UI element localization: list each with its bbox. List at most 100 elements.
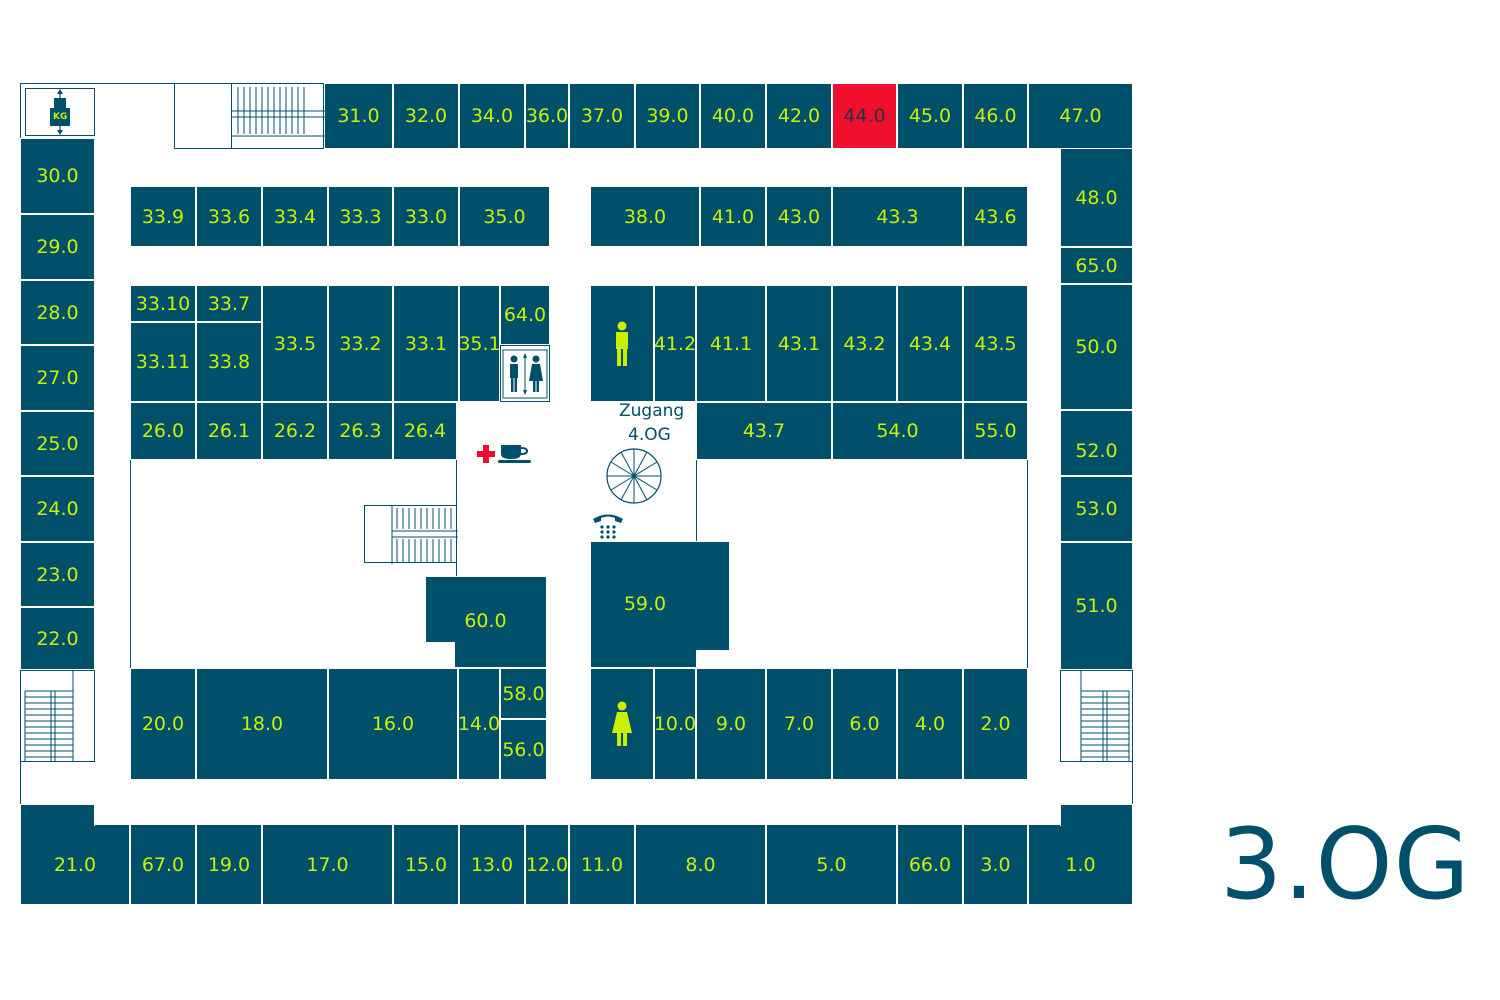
room-27[interactable]: 27.0 [20, 345, 95, 411]
room-33-0[interactable]: 33.0 [393, 186, 459, 247]
room-26-4[interactable]: 26.4 [393, 402, 457, 460]
room-42[interactable]: 42.0 [766, 83, 832, 149]
room-60[interactable]: 60.0 [455, 576, 547, 668]
room-19[interactable]: 19.0 [196, 824, 262, 905]
room-53[interactable]: 53.0 [1060, 476, 1133, 542]
room-67[interactable]: 67.0 [130, 824, 196, 905]
room-43-4[interactable]: 43.4 [897, 285, 963, 402]
room-37[interactable]: 37.0 [569, 83, 635, 149]
room-33-10[interactable]: 33.10 [130, 285, 196, 322]
room-17[interactable]: 17.0 [262, 824, 393, 905]
room-34[interactable]: 34.0 [459, 83, 525, 149]
room-52[interactable]: 52.0 [1060, 410, 1133, 476]
room-43-1[interactable]: 43.1 [766, 285, 832, 402]
room-26-2[interactable]: 26.2 [262, 402, 328, 460]
room-12[interactable]: 12.0 [525, 824, 569, 905]
room-41-2[interactable]: 41.2 [654, 285, 696, 402]
room-label: 26.0 [141, 420, 185, 442]
room-label: 33.5 [273, 332, 317, 355]
room-55[interactable]: 55.0 [963, 402, 1028, 460]
room-33-7[interactable]: 33.7 [196, 285, 262, 322]
room-26-1[interactable]: 26.1 [196, 402, 262, 460]
room-43-5[interactable]: 43.5 [963, 285, 1028, 402]
room-21[interactable]: 21.0 [20, 824, 130, 905]
room-45[interactable]: 45.0 [897, 83, 963, 149]
room-label: 33.0 [404, 205, 448, 228]
room-33-6[interactable]: 33.6 [196, 186, 262, 247]
room-47[interactable]: 47.0 [1028, 83, 1133, 149]
room-label: 26.1 [207, 420, 251, 442]
room-33-8[interactable]: 33.8 [196, 322, 262, 402]
female-toilet-icon [612, 701, 632, 746]
room-7[interactable]: 7.0 [766, 668, 832, 780]
room-51[interactable]: 51.0 [1060, 542, 1133, 670]
room-28[interactable]: 28.0 [20, 280, 95, 345]
room-41-0[interactable]: 41.0 [700, 186, 766, 247]
room-30[interactable]: 30.0 [20, 138, 95, 214]
room-35-1[interactable]: 35.1 [458, 285, 501, 402]
room-label: 43.6 [974, 205, 1017, 228]
room-33-5[interactable]: 33.5 [262, 285, 328, 402]
room-40[interactable]: 40.0 [700, 83, 766, 149]
room-21-extension [20, 804, 95, 826]
room-label: 52.0 [1075, 440, 1118, 462]
room-8[interactable]: 8.0 [635, 824, 766, 905]
room-58[interactable]: 58.0 [500, 668, 547, 719]
room-43-2[interactable]: 43.2 [832, 285, 897, 402]
room-43-6[interactable]: 43.6 [963, 186, 1028, 247]
room-label: 6.0 [849, 713, 880, 735]
room-1[interactable]: 1.0 [1028, 824, 1133, 905]
room-43-7[interactable]: 43.7 [696, 402, 832, 460]
room-13[interactable]: 13.0 [459, 824, 525, 905]
room-18[interactable]: 18.0 [196, 668, 328, 780]
room-43-0[interactable]: 43.0 [766, 186, 832, 247]
coffee-icon [498, 445, 531, 463]
room-25[interactable]: 25.0 [20, 411, 95, 476]
room-33-1[interactable]: 33.1 [393, 285, 459, 402]
room-66[interactable]: 66.0 [897, 824, 963, 905]
room-59[interactable]: 59.0 [590, 541, 730, 651]
room-20[interactable]: 20.0 [130, 668, 196, 780]
room-6[interactable]: 6.0 [832, 668, 897, 780]
room-10[interactable]: 10.0 [654, 668, 696, 780]
room-9[interactable]: 9.0 [696, 668, 766, 780]
room-15[interactable]: 15.0 [393, 824, 459, 905]
room-33-2[interactable]: 33.2 [328, 285, 393, 402]
room-4[interactable]: 4.0 [897, 668, 963, 780]
room-44-highlighted[interactable]: 44.0 [832, 83, 897, 149]
room-16[interactable]: 16.0 [328, 668, 458, 780]
room-36[interactable]: 36.0 [525, 83, 569, 149]
room-33-11[interactable]: 33.11 [130, 322, 196, 402]
outline-inner-top-left [174, 83, 175, 149]
room-26-0[interactable]: 26.0 [130, 402, 196, 460]
room-3[interactable]: 3.0 [963, 824, 1028, 905]
room-33-3[interactable]: 33.3 [328, 186, 393, 247]
room-43-3[interactable]: 43.3 [832, 186, 963, 247]
room-33-9[interactable]: 33.9 [130, 186, 196, 247]
room-23[interactable]: 23.0 [20, 542, 95, 607]
room-64[interactable]: 64.0 [500, 285, 550, 345]
room-11[interactable]: 11.0 [569, 824, 635, 905]
room-39[interactable]: 39.0 [635, 83, 700, 149]
room-label: 43.3 [876, 205, 919, 228]
room-35-0[interactable]: 35.0 [459, 186, 550, 247]
room-26-3[interactable]: 26.3 [328, 402, 393, 460]
room-65[interactable]: 65.0 [1060, 247, 1133, 284]
room-32[interactable]: 32.0 [393, 83, 459, 149]
room-22[interactable]: 22.0 [20, 607, 95, 670]
room-54[interactable]: 54.0 [832, 402, 963, 460]
room-56[interactable]: 56.0 [500, 719, 547, 780]
room-2[interactable]: 2.0 [963, 668, 1028, 780]
room-33-4[interactable]: 33.4 [262, 186, 328, 247]
room-5[interactable]: 5.0 [766, 824, 897, 905]
room-50[interactable]: 50.0 [1060, 284, 1133, 410]
room-label: 43.1 [777, 332, 821, 355]
room-31[interactable]: 31.0 [324, 83, 393, 149]
room-46[interactable]: 46.0 [963, 83, 1028, 149]
room-38-0[interactable]: 38.0 [590, 186, 700, 247]
room-41-1[interactable]: 41.1 [696, 285, 766, 402]
room-48[interactable]: 48.0 [1060, 148, 1133, 247]
room-14[interactable]: 14.0 [458, 668, 500, 780]
room-24[interactable]: 24.0 [20, 476, 95, 542]
room-29[interactable]: 29.0 [20, 214, 95, 280]
